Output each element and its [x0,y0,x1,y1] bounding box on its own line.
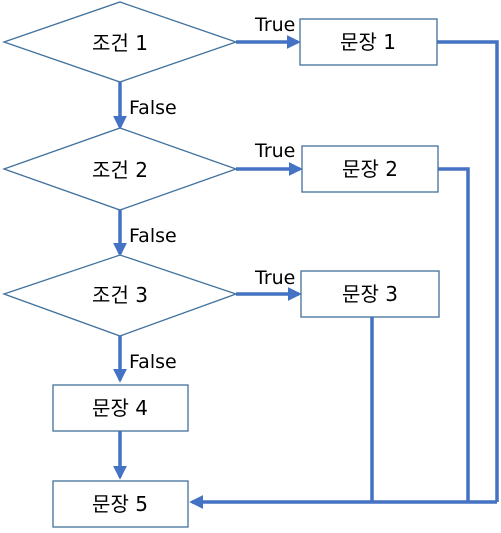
statement-1-label: 문장 1 [340,30,396,54]
line-stmt1-return [437,40,499,502]
statement-1: 문장 1 [299,18,438,66]
true-label-1: True [254,14,295,36]
decision-diamond [2,1,238,83]
process-box [299,18,438,66]
false-label-3: False [129,351,177,373]
false-label-1: False [129,97,177,119]
statement-2: 문장 2 [301,145,439,193]
condition-3-label: 조건 3 [92,283,148,307]
condition-3: 조건 3 [2,254,238,337]
process-box [301,145,439,193]
statement-4-label: 문장 4 [92,396,148,420]
process-box [300,270,440,318]
statement-4: 문장 4 [52,384,189,432]
true-label-2: True [254,140,295,162]
true-label-3: True [254,267,295,289]
statement-3-label: 문장 3 [342,282,398,306]
statement-2-label: 문장 2 [342,157,398,181]
condition-2-label: 조건 2 [92,158,148,182]
process-box [52,480,189,528]
condition-1-label: 조건 1 [92,31,148,55]
condition-2: 조건 2 [2,127,238,211]
line-stmt2-return [438,167,470,502]
condition-1: 조건 1 [2,1,238,83]
decision-diamond [2,254,238,337]
decision-diamond [2,127,238,211]
statement-3: 문장 3 [300,270,440,318]
false-label-2: False [129,225,177,247]
statement-5: 문장 5 [52,480,189,528]
process-box [52,384,189,432]
statement-5-label: 문장 5 [92,492,148,516]
